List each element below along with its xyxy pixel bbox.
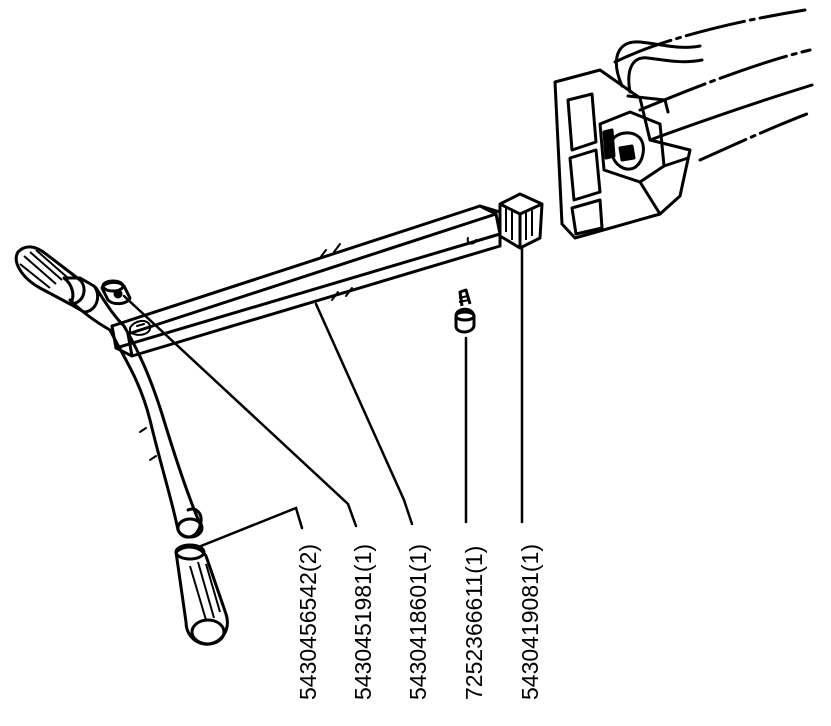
leader-lines [122, 246, 524, 550]
grip-upper [14, 245, 100, 314]
end-cap [100, 279, 132, 306]
part-label-grip: 5430456542(2) [295, 544, 321, 700]
part-label-screw: 7252366611(1) [461, 546, 487, 700]
part-label-end-cap: 5430451981(1) [350, 544, 376, 700]
part-labels: 5430456542(2) 5430451981(1) 5430418601(1… [295, 544, 543, 700]
part-label-square-insert: 5430419081(1) [517, 544, 543, 700]
machine-frame [553, 8, 814, 240]
extension-bar [110, 204, 502, 358]
screw [454, 288, 476, 334]
grip-lower [174, 543, 229, 646]
square-insert [498, 192, 544, 250]
part-label-extension-bar: 5430418601(1) [405, 544, 431, 700]
handle-tube [68, 286, 204, 539]
